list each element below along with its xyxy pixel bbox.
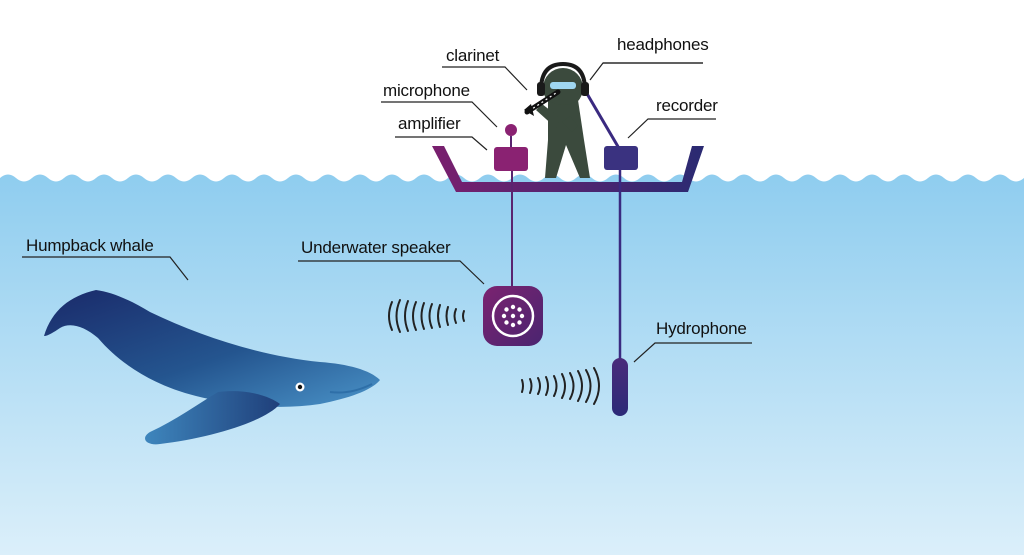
recorder-box: [604, 146, 638, 170]
label-recorder: recorder: [656, 96, 718, 115]
whale-icon: [44, 290, 380, 445]
clarinet-icon: [524, 89, 561, 116]
label-amplifier: amplifier: [398, 114, 461, 133]
speaker-icon: [483, 286, 543, 346]
headphones-icon: [539, 61, 587, 91]
boat: [432, 146, 704, 192]
label-hydrophone: Hydrophone: [656, 319, 747, 338]
hydrophone-icon: [612, 358, 628, 416]
leader-lines: [22, 62, 752, 363]
label-microphone: microphone: [383, 81, 470, 100]
hydrophone-sound-waves: [521, 367, 600, 405]
headphones-cable: [584, 91, 622, 151]
microphone-icon: [505, 124, 517, 136]
amplifier-box: [494, 147, 528, 171]
water: [0, 174, 1024, 555]
speaker-sound-waves: [388, 299, 465, 333]
label-clarinet: clarinet: [446, 46, 500, 65]
label-headphones: headphones: [617, 35, 709, 54]
headphone-cup-right: [581, 82, 589, 96]
headphone-cup-left: [537, 82, 545, 96]
label-humpback-whale: Humpback whale: [26, 236, 154, 255]
sunglasses-icon: [550, 82, 576, 89]
label-underwater-speaker: Underwater speaker: [301, 238, 451, 257]
